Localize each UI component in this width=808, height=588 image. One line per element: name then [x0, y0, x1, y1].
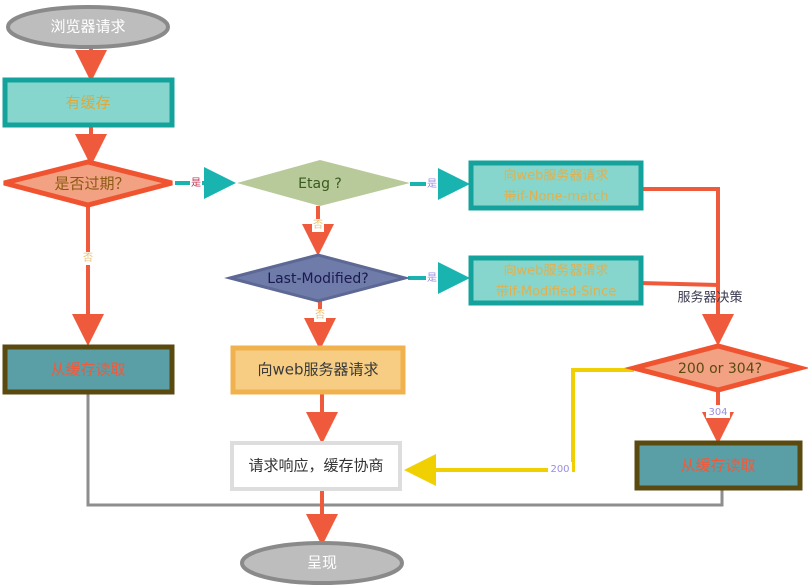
- arrow-200: [404, 368, 634, 486]
- label-lm-no: 否: [315, 309, 325, 321]
- last-modified-label: Last-Modified?: [267, 271, 368, 287]
- label-lm-yes: 是: [427, 272, 437, 284]
- edge-labels: 是 否 是 否 是 否 304 200: [82, 176, 730, 475]
- start-label: 浏览器请求: [50, 18, 125, 36]
- label-etag-yes: 是: [427, 178, 437, 190]
- node-request-modified-since: 向web服务器请求 带if-Modified-Since: [468, 255, 644, 306]
- node-status-decision: 200 or 304?: [624, 343, 808, 393]
- node-end: 呈现: [240, 541, 404, 585]
- node-last-modified-decision: Last-Modified?: [224, 253, 411, 303]
- node-request-server: 向web服务器请求: [230, 345, 406, 395]
- label-304: 304: [708, 407, 727, 418]
- node-response-negotiate: 请求响应，缓存协商: [230, 441, 402, 491]
- line-modified-since-to-decision: [639, 281, 719, 287]
- label-expired-yes: 是: [191, 177, 201, 189]
- node-start: 浏览器请求: [6, 5, 170, 49]
- label-200: 200: [550, 464, 569, 475]
- response-negotiate-label: 请求响应，缓存协商: [248, 457, 383, 475]
- modified-since-line2: 带if-Modified-Since: [496, 285, 617, 300]
- end-label: 呈现: [307, 554, 337, 572]
- label-etag-no: 否: [313, 219, 323, 231]
- line-caches-to-end: [86, 392, 724, 507]
- etag-label: Etag ?: [298, 176, 342, 192]
- none-match-line2: 带if-None-match: [504, 190, 609, 205]
- none-match-line1: 向web服务器请求: [504, 168, 609, 184]
- connectors: [72, 48, 734, 546]
- server-decision-label: 服务器决策: [677, 290, 742, 306]
- node-has-cache: 有缓存: [2, 77, 175, 128]
- read-cache-left-label: 从缓存读取: [50, 361, 125, 379]
- node-read-cache-left: 从缓存读取: [2, 344, 175, 395]
- node-request-none-match: 向web服务器请求 带if-None-match: [468, 160, 644, 211]
- request-server-label: 向web服务器请求: [257, 361, 378, 379]
- node-read-cache-right: 从缓存读取: [634, 440, 803, 491]
- line-none-match-to-decision: [640, 187, 734, 346]
- has-cache-label: 有缓存: [65, 94, 110, 112]
- expired-label: 是否过期？: [54, 175, 129, 193]
- read-cache-right-label: 从缓存读取: [680, 457, 755, 475]
- label-expired-no: 否: [83, 252, 93, 264]
- modified-since-line1: 向web服务器请求: [504, 263, 609, 279]
- status-check-label: 200 or 304?: [678, 361, 762, 377]
- node-expired-decision: 是否过期？: [3, 159, 173, 208]
- node-etag-decision: Etag ?: [237, 160, 410, 206]
